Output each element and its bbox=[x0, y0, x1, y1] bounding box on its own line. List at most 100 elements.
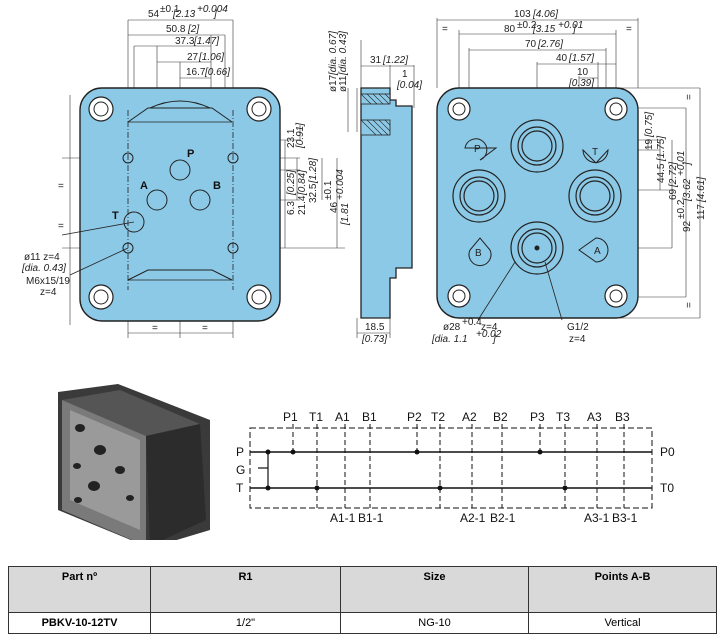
dim-37-in: [1.47] bbox=[193, 36, 219, 47]
dim-80-in-tol: +0.01 bbox=[558, 20, 583, 31]
back-note-dia-qty: z=4 bbox=[481, 322, 498, 333]
back-note-dia-tol: +0.4 bbox=[462, 317, 482, 328]
dim-46-in-tol: +0.004 bbox=[335, 169, 346, 200]
dim-92-tol: ±0.2 bbox=[676, 199, 687, 219]
dim-40-in: [1.57] bbox=[568, 53, 594, 64]
dim-69: 69 bbox=[668, 188, 679, 200]
schematic-label-a2: A2 bbox=[462, 410, 477, 424]
dim-70: 70 bbox=[525, 39, 537, 50]
back-port-a: A bbox=[594, 246, 601, 257]
schematic-label-t: T bbox=[236, 481, 244, 495]
dim-92-in-tol: +0.01 bbox=[676, 151, 687, 176]
dim-10-in: [0.39] bbox=[568, 78, 594, 89]
dim-19: 19 bbox=[644, 138, 655, 150]
schematic-label-b3-1: B3-1 bbox=[612, 511, 638, 525]
back-note-dia: ø28 bbox=[443, 322, 461, 333]
schematic-label-a3-1: A3-1 bbox=[584, 511, 610, 525]
schematic-label-p1: P1 bbox=[283, 410, 298, 424]
dim-44-in: [1.75] bbox=[656, 136, 667, 162]
note-hole-dia-in: [dia. 0.43] bbox=[21, 263, 66, 274]
dim-side-17: ø17 bbox=[328, 74, 339, 92]
dim-bracket-80: ] bbox=[572, 24, 576, 35]
schematic-label-b1-1: B1-1 bbox=[358, 511, 384, 525]
dim-side-11: ø11 bbox=[338, 75, 349, 92]
dim-21-in: [0.84] bbox=[297, 170, 308, 196]
schematic-label-b1: B1 bbox=[362, 410, 377, 424]
dim-50-in: [2] bbox=[187, 24, 199, 35]
dim-46: 46 bbox=[329, 201, 340, 213]
dim-bracket-92: ] bbox=[682, 162, 693, 166]
dim-27: 27 bbox=[187, 52, 199, 63]
schematic-label-b2-1: B2-1 bbox=[490, 511, 516, 525]
back-view: P T B A 103 [4.06] = = 80 ±0.2 [3.15 +0.… bbox=[431, 9, 707, 345]
dim-46-in: [1.81 bbox=[340, 203, 351, 226]
schematic-label-b2: B2 bbox=[493, 410, 508, 424]
dim-54-tol: ±0.1 bbox=[160, 4, 180, 15]
schematic-label-a1: A1 bbox=[335, 410, 350, 424]
product-photo bbox=[42, 380, 214, 540]
schematic-label-p: P bbox=[236, 445, 244, 459]
dim-side-17-in: [dia. 0.67] bbox=[328, 31, 339, 76]
dim-54: 54 bbox=[148, 9, 160, 20]
cell-part-no: PBKV-10-12TV bbox=[8, 612, 151, 634]
front-view: P A B T 54 ±0.1 [2.13 +0.004 ] 50.8 [2] … bbox=[21, 4, 351, 338]
schematic-label-a2-1: A2-1 bbox=[460, 511, 486, 525]
schematic-label-t1: T1 bbox=[309, 410, 323, 424]
dim-92-in: [3.62 bbox=[682, 178, 693, 202]
dim-70-in: [2.76] bbox=[537, 39, 563, 50]
dim-80-in: [3.15 bbox=[532, 24, 556, 35]
header-points-ab: Points A-B bbox=[528, 566, 717, 613]
port-label-p: P bbox=[187, 148, 194, 160]
note-thread-qty: z=4 bbox=[40, 287, 57, 298]
cell-points-ab: Vertical bbox=[528, 612, 717, 634]
schematic-label-p0: P0 bbox=[660, 445, 675, 459]
note-hole-dia: ø11 z=4 bbox=[24, 252, 60, 263]
eq-mark-left-2: = bbox=[58, 221, 64, 232]
table-header-row: Part nº R1 Size Points A-B bbox=[8, 566, 717, 613]
dim-16-in: [0.66] bbox=[204, 67, 230, 78]
schematic-label-b3: B3 bbox=[615, 410, 630, 424]
dim-40: 40 bbox=[556, 53, 568, 64]
header-size: Size bbox=[340, 566, 529, 613]
back-port-p: P bbox=[474, 144, 481, 155]
port-label-a: A bbox=[140, 180, 148, 192]
back-note-bracket: ] bbox=[492, 334, 496, 345]
schematic-label-p2: P2 bbox=[407, 410, 422, 424]
dim-80: 80 bbox=[504, 24, 516, 35]
dim-23: 23.1 bbox=[286, 128, 297, 148]
dim-44: 44.5 bbox=[656, 163, 667, 183]
schematic-label-t2: T2 bbox=[431, 410, 445, 424]
eq-mark-right-2: = bbox=[684, 302, 695, 308]
dim-19-in: [0.75] bbox=[644, 112, 655, 138]
dim-54-in: [2.13 bbox=[172, 9, 196, 20]
dim-side-1: 1 bbox=[402, 69, 408, 80]
dim-80-tol: ±0.2 bbox=[517, 20, 537, 31]
dim-side-31-in: [1.22] bbox=[382, 55, 408, 66]
dim-side-18-in: [0.73] bbox=[361, 334, 387, 345]
dim-side-1-in: [0.04] bbox=[396, 80, 422, 91]
dim-117-in: [4.61] bbox=[696, 177, 707, 203]
dim-10: 10 bbox=[577, 67, 589, 78]
back-port-t: T bbox=[592, 147, 598, 158]
back-port-b: B bbox=[475, 248, 482, 259]
dim-32: 32.5 bbox=[308, 183, 319, 203]
schematic-label-a3: A3 bbox=[587, 410, 602, 424]
table-row: PBKV-10-12TV 1/2" NG-10 Vertical bbox=[8, 612, 717, 634]
side-view: ø17 [dia. 0.67] ø11 [dia. 0.43] 31 [1.22… bbox=[328, 31, 422, 345]
schematic-label-p3: P3 bbox=[530, 410, 545, 424]
dim-bracket: ] bbox=[213, 9, 217, 20]
note-thread: M6x15/19 bbox=[26, 276, 70, 287]
header-part-no: Part nº bbox=[8, 566, 151, 613]
schematic-label-t3: T3 bbox=[556, 410, 570, 424]
dim-side-11-in: [dia. 0.43] bbox=[338, 31, 349, 76]
hydraulic-schematic: P1 T1 A1 B1 P2 T2 A2 B2 P3 T3 A3 B3 P G … bbox=[236, 410, 675, 525]
eq-mark-top-2: = bbox=[626, 24, 632, 35]
dim-50: 50.8 bbox=[166, 24, 186, 35]
dim-37: 37.3 bbox=[175, 36, 195, 47]
dim-103-in: [4.06] bbox=[532, 9, 558, 20]
port-label-t: T bbox=[112, 210, 119, 222]
cell-size: NG-10 bbox=[340, 612, 529, 634]
spec-table: Part nº R1 Size Points A-B PBKV-10-12TV … bbox=[8, 566, 717, 634]
back-note-thread: G1/2 bbox=[567, 322, 589, 333]
eq-mark-bottom-2: = bbox=[202, 323, 208, 334]
